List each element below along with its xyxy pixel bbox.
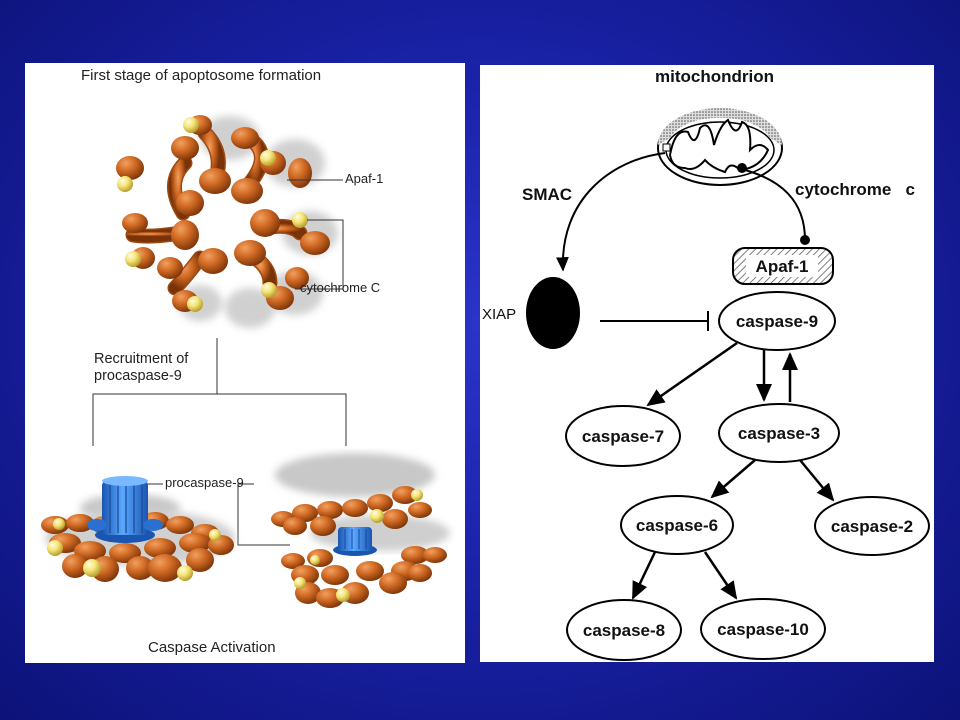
procaspase-9-label: procaspase-9 <box>165 475 244 490</box>
cytochrome-arrow <box>744 169 806 241</box>
caspase-9-label: caspase-9 <box>736 312 818 331</box>
caspase-9-node <box>718 291 836 351</box>
caspase-7-node <box>565 405 681 467</box>
caspase-2-node <box>814 496 930 556</box>
caspase-8-label: caspase-8 <box>583 621 665 640</box>
apaf-1-box <box>732 247 834 285</box>
recruitment-label: Recruitment of procaspase-9 <box>94 351 189 384</box>
caspase-3-label: caspase-3 <box>738 424 820 443</box>
caspase-3-node <box>718 403 840 463</box>
mitochondrion-label: mitochondrion <box>655 67 774 86</box>
cytochrome-c-balls <box>117 117 308 312</box>
caspase-6-label: caspase-6 <box>636 516 718 535</box>
caspase-6-node <box>620 495 734 555</box>
pointer-lines <box>287 179 344 290</box>
caspase-cascade-diagram: mitochondrion SMAC cytochrome c Apaf-1 X… <box>482 67 930 661</box>
caspase-cascade-panel: mitochondrion SMAC cytochrome c Apaf-1 X… <box>480 65 934 662</box>
apaf-1-box-label: Apaf-1 <box>756 257 809 276</box>
apoptosome-panel: First stage of apoptosome formation <box>25 63 465 663</box>
caspase-10-node <box>700 598 826 660</box>
cytochrome-label: cytochrome c <box>795 180 915 199</box>
cascade-arrows <box>631 341 835 600</box>
apoptosome-illustration <box>41 115 450 608</box>
recruitment-bracket <box>92 338 347 546</box>
procaspase-9-barrel-left <box>87 476 163 543</box>
cytochrome-dot <box>800 235 810 245</box>
caspase-10-label: caspase-10 <box>717 620 809 639</box>
cytochrome-c-label: cytochrome C <box>300 280 381 295</box>
caspase-8-node <box>566 599 682 661</box>
smac-label: SMAC <box>522 185 572 204</box>
xiap-label: XIAP <box>482 306 516 323</box>
apaf-heptamer <box>116 115 330 312</box>
apaf-1-label: Apaf-1 <box>345 171 384 186</box>
caspase-2-label: caspase-2 <box>831 517 913 536</box>
xiap-inhibition <box>600 311 709 331</box>
apoptosome-title: First stage of apoptosome formation <box>81 67 322 84</box>
procaspase-9-barrel-right <box>333 527 377 556</box>
caspase-7-label: caspase-7 <box>582 427 664 446</box>
mitochondrion <box>657 108 783 186</box>
apoptosome-side-view-right <box>271 453 450 608</box>
smac-arrow <box>556 152 666 272</box>
xiap-blob <box>526 277 580 349</box>
caspase-activation-label: Caspase Activation <box>148 639 276 656</box>
apoptosome-side-view-left <box>41 476 235 582</box>
